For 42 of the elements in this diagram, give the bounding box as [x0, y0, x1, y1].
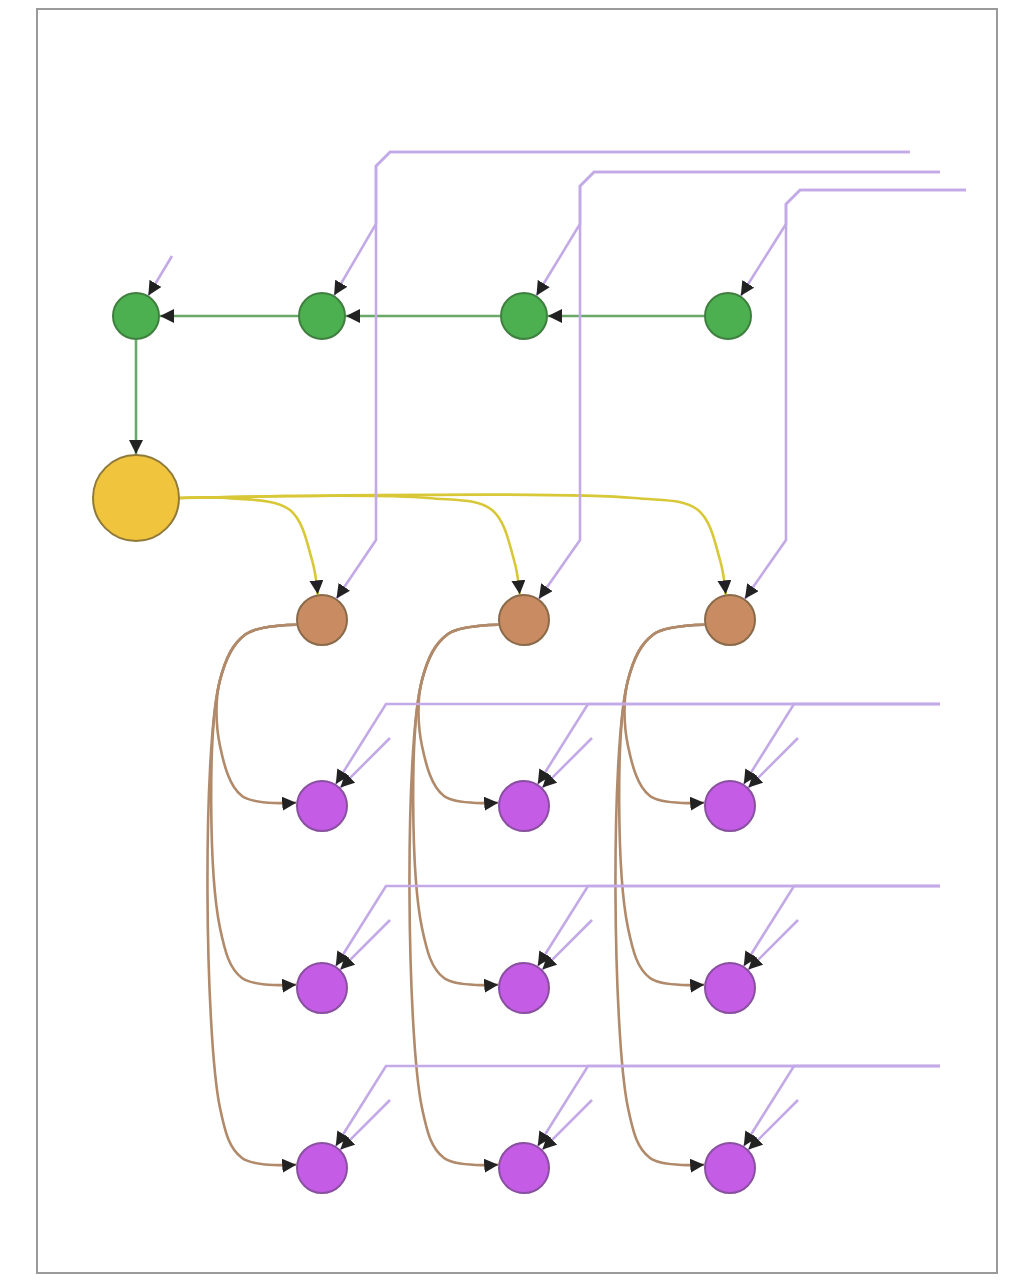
circle-node: [704, 594, 756, 646]
circle-node: [92, 454, 180, 542]
arrow: [160, 309, 298, 323]
circle-node: [498, 780, 550, 832]
arrow: [179, 493, 732, 595]
arrow: [742, 884, 940, 967]
circle-node: [500, 292, 548, 340]
arrow: [335, 150, 910, 600]
arrow: [179, 496, 324, 595]
arrow: [614, 623, 705, 1173]
arrow: [537, 170, 940, 600]
circle-node: [296, 962, 348, 1014]
arrow: [747, 1099, 799, 1151]
arrow: [747, 919, 799, 971]
arrow: [339, 919, 391, 971]
circle-node: [498, 1142, 550, 1194]
circle-node: [704, 962, 756, 1014]
arrow: [129, 340, 143, 454]
circle-node: [704, 780, 756, 832]
arrow: [742, 1064, 940, 1147]
circle-node: [296, 780, 348, 832]
arrow: [147, 255, 174, 297]
arrow: [548, 309, 704, 323]
arrow: [541, 919, 593, 971]
arrow: [339, 1099, 391, 1151]
circle-node: [704, 292, 752, 340]
circle-node: [296, 1142, 348, 1194]
circle-node: [112, 292, 160, 340]
circle-node: [296, 594, 348, 646]
arrow: [206, 623, 297, 1173]
circle-node: [498, 962, 550, 1014]
arrow: [743, 188, 966, 600]
circle-node: [498, 594, 550, 646]
arrow: [339, 737, 391, 789]
circle-node: [704, 1142, 756, 1194]
arrow: [742, 702, 940, 785]
arrow: [747, 737, 799, 789]
arrow: [346, 309, 500, 323]
arrow: [408, 623, 499, 1173]
circle-node: [298, 292, 346, 340]
arrow: [541, 1099, 593, 1151]
arrow: [541, 737, 593, 789]
